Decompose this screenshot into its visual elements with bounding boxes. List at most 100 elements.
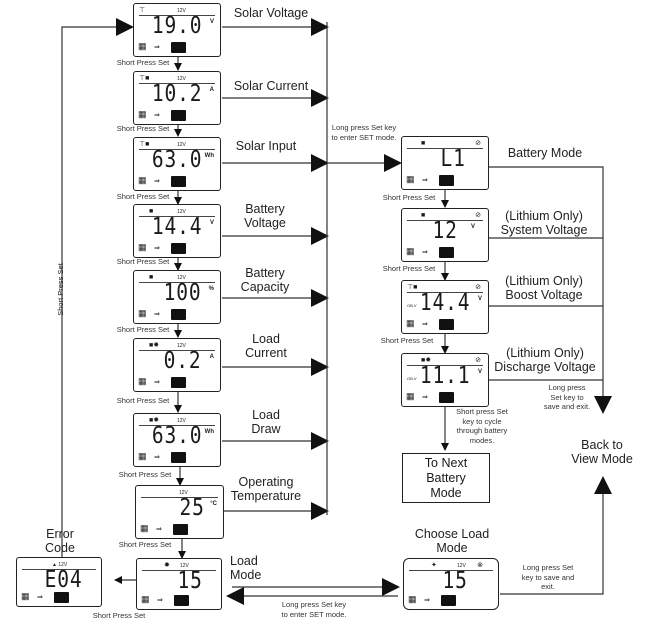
solar-panel-icon: ▦ [408,594,417,604]
lcd-value: 63.0 [151,147,202,173]
short-press-label: Short Press Set [382,193,436,202]
arrow-icon: ⇒ [154,178,160,185]
solar-panel-icon: ▦ [406,391,415,401]
battery-icon [54,592,69,603]
lcd-error-code: ▲ 12V E04 ▦⇒ [16,557,102,607]
lcd-battery-mode: ■⊘ L1 ▦⇒ [401,136,489,190]
next-battery-mode-box: To Next Battery Mode [402,453,490,503]
lcd-battery-capacity: ■12V 100 % ▦⇒ [133,270,221,324]
bulb-icon: ✦ [431,562,437,569]
lcd-operating-temperature: 12V 25 °C ▦⇒ [135,485,224,539]
label-system-voltage: (Lithium Only) System Voltage [500,209,588,237]
solar-battery-icon: ⊤■ [139,141,150,148]
arrow-icon: ⇒ [422,177,428,184]
arrow-icon: ⇒ [422,249,428,256]
label-solar-current: Solar Current [233,79,309,93]
label-choose-load-mode: Choose Load Mode [414,527,490,555]
battery-icon [171,42,186,53]
battery-icon [171,452,186,463]
battery-icon [171,309,186,320]
lcd-boost-voltage: ⊤■⊘ OB.V 14.4 V ▦⇒ [401,280,489,334]
settings-icon: ⊘ [475,284,481,291]
lcd-unit: A [209,354,214,360]
lcd-unit: V [209,220,214,226]
lcd-unit: % [208,286,214,292]
solar-panel-icon: ▦ [138,242,147,252]
lcd-unit: V [470,224,475,230]
solar-panel-icon: ⊤ [139,7,146,14]
lcd-value: 10.2 [151,81,202,107]
label-solar-voltage: Solar Voltage [233,6,309,20]
arrow-icon: ⇒ [154,379,160,386]
short-press-label: Short Press Set [116,124,170,133]
label-load-current: Load Current [245,332,287,360]
short-press-label: Short Press Set [92,611,146,620]
solar-panel-icon: ▦ [138,308,147,318]
label-load-draw: Load Draw [251,408,281,436]
arrow-icon: ⇒ [154,112,160,119]
arrow-icon: ⇒ [154,454,160,461]
arrow-icon: ⇒ [157,597,163,604]
back-to-view-mode: Back to View Mode [571,438,633,466]
arrow-icon: ⇒ [154,44,160,51]
solar-panel-icon: ▦ [138,376,147,386]
battery-icon: ■ [421,140,426,147]
long-press-enter-label: Long press Set key to enter SET mode. [331,123,397,142]
label-battery-mode: Battery Mode [507,146,583,160]
lcd-value: 14.4 [151,214,202,240]
lcd-value: L1 [440,146,466,172]
battery-icon [439,175,454,186]
battery-icon [171,243,186,254]
lcd-unit: V [477,369,482,375]
battery-bulb-icon: ■✹ [421,357,432,364]
loop-short-press-label: Short Press Set [55,263,65,316]
lcd-load-mode: ✹12V 15 ▦⇒ [136,558,222,610]
label-discharge-voltage: (Lithium Only) Discharge Voltage [494,346,596,374]
solar-panel-icon: ▦ [21,591,30,601]
arrow-icon: ⇒ [154,245,160,252]
lcd-value: 100 [164,280,202,306]
label-boost-voltage: (Lithium Only) Boost Voltage [505,274,583,302]
battery-icon: ■ [149,208,154,215]
lcd-choose-load-mode: ✦12V⊗ 15 ▦⇒ [403,558,499,610]
arrow-icon: ⇒ [154,311,160,318]
short-press-label: Short Press Set [380,336,434,345]
solar-panel-icon: ▦ [138,175,147,185]
lcd-load-current: ■✹12V 0.2 A ▦⇒ [133,338,221,392]
solar-panel-icon: ▦ [406,318,415,328]
side-indicator: OB.V [407,376,417,381]
lcd-value: 19.0 [151,13,202,39]
solar-panel-icon: ▦ [138,109,147,119]
battery-icon [439,392,454,403]
settings-icon: ⊘ [475,357,481,364]
lcd-value: 14.4 [419,290,470,316]
long-press-save-label: Long press Set key to save and exit. [543,383,591,411]
battery-icon [171,377,186,388]
settings-icon: ⊘ [475,212,481,219]
lcd-battery-voltage: ■12V 14.4 V ▦⇒ [133,204,221,258]
long-press-enter-label: Long press Set key to enter SET mode. [281,600,347,619]
solar-panel-icon: ▦ [140,523,149,533]
long-press-save-label: Long press Set key to save and exit. [521,563,575,591]
label-battery-capacity: Battery Capacity [240,266,290,294]
lcd-unit: Wh [204,153,214,159]
lcd-value: 15 [442,568,468,594]
short-press-label: Short Press Set [116,192,170,201]
short-press-label: Short Press Set [118,470,172,479]
lcd-solar-voltage: ⊤12V 19.0 V ▦⇒ [133,3,221,57]
label-operating-temperature: Operating Temperature [230,475,302,503]
short-press-label: Short Press Set [116,58,170,67]
bulb-icon: ✹ [164,562,170,569]
lcd-unit: Wh [204,429,214,435]
arrow-icon: ⇒ [37,594,43,601]
solar-panel-icon: ▦ [406,174,415,184]
lcd-value: 11.1 [419,363,470,389]
lcd-value: 0.2 [164,348,202,374]
solar-panel-icon: ▦ [138,41,147,51]
solar-panel-icon: ▦ [406,246,415,256]
label-error-code: Error Code [45,527,75,555]
battery-icon [439,319,454,330]
lcd-load-draw: ■✹12V 63.0 Wh ▦⇒ [133,413,221,467]
side-indicator: OB.V [407,303,417,308]
